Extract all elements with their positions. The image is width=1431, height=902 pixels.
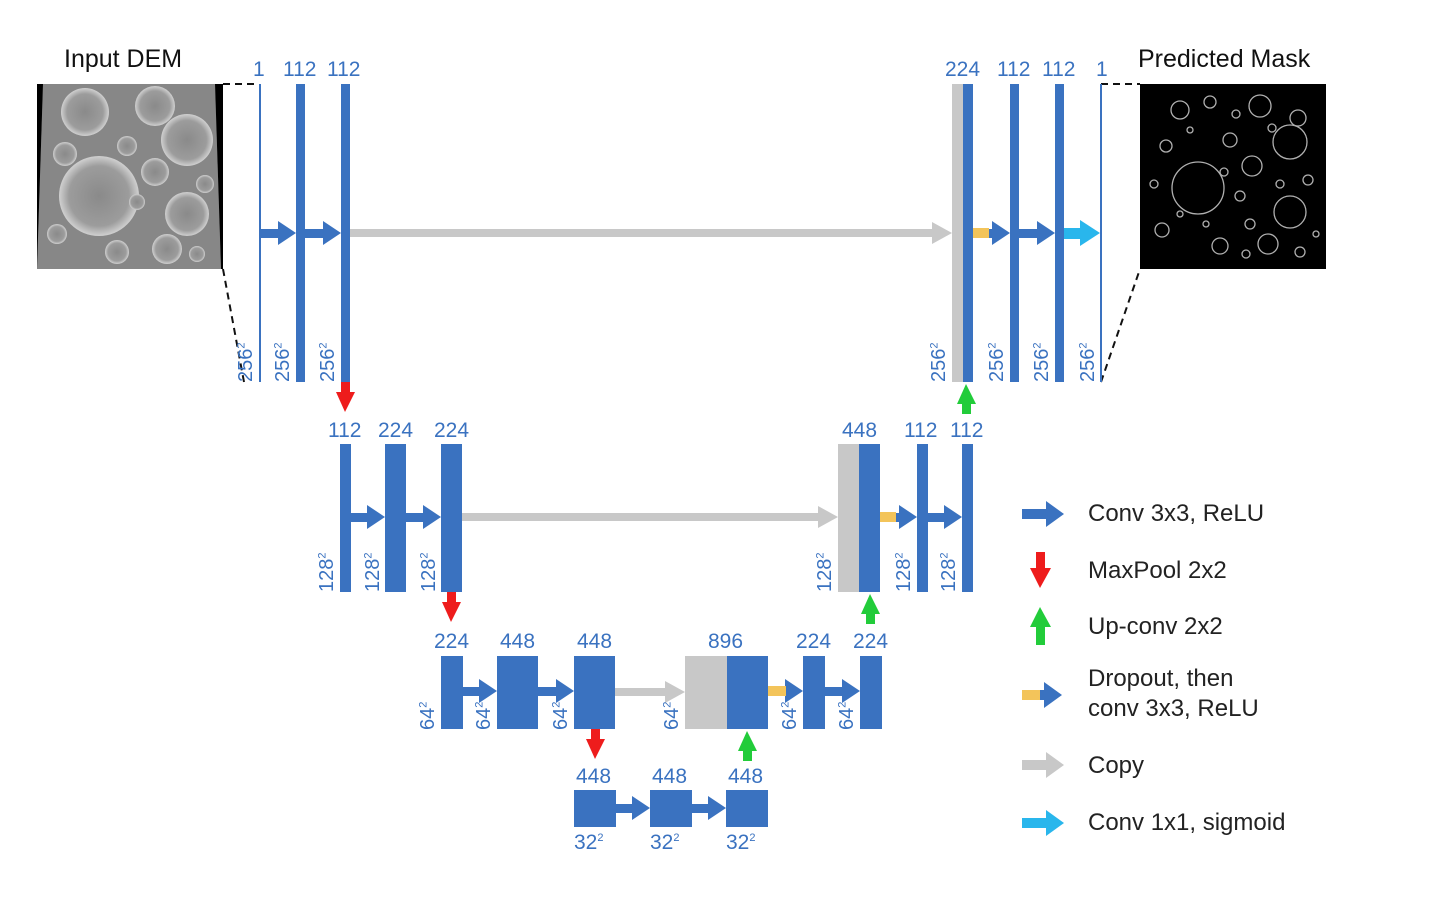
size-l3-b: 642 xyxy=(473,701,495,730)
ch-l4-a: 448 xyxy=(576,765,612,788)
dropout-stubs xyxy=(768,228,989,696)
size-l3-a: 642 xyxy=(417,701,439,730)
ch-l4-c: 448 xyxy=(728,765,764,788)
legend-conv1x1-label: Conv 1x1, sigmoid xyxy=(1088,809,1286,836)
ch-l1-d: 112 xyxy=(1042,58,1076,81)
size-l1-d: 2562 xyxy=(1031,342,1053,383)
legend-maxpool-label: MaxPool 2x2 xyxy=(1088,557,1227,584)
size-l4-b: 322 xyxy=(650,831,680,854)
block-l1-d xyxy=(1055,84,1064,382)
ch-l3-c: 448 xyxy=(577,630,613,653)
block-l4-c xyxy=(726,790,768,827)
ch-l3-up: 896 xyxy=(708,630,744,653)
ch-l4-b: 448 xyxy=(652,765,688,788)
block-l3-e xyxy=(860,656,882,729)
block-l2-e xyxy=(962,444,973,592)
size-l2-d: 1282 xyxy=(893,552,915,593)
ch-l1-c: 112 xyxy=(997,58,1031,81)
size-l3-d: 642 xyxy=(779,701,801,730)
upconv-arrows xyxy=(738,384,976,761)
ch-l1-out: 1 xyxy=(1096,58,1108,81)
block-l3-d xyxy=(803,656,825,729)
block-l3-c xyxy=(574,656,615,729)
size-l1-up: 2562 xyxy=(928,342,950,383)
block-l1-input xyxy=(259,84,261,382)
size-l1-in: 2562 xyxy=(235,342,257,383)
ch-l2-a: 112 xyxy=(328,419,362,442)
block-l3-b xyxy=(497,656,538,729)
size-l1-c: 2562 xyxy=(986,342,1008,383)
size-l2-e: 1282 xyxy=(938,552,960,593)
block-l2-up xyxy=(859,444,880,592)
legend-symbols xyxy=(1022,501,1064,836)
block-l1-c xyxy=(1010,84,1019,382)
image-connector-lines xyxy=(222,83,1141,383)
block-l3-a xyxy=(441,656,463,729)
block-l2-c xyxy=(441,444,462,592)
legend-dropout-label-1: Dropout, then xyxy=(1088,665,1234,692)
ch-l1-in: 1 xyxy=(253,58,265,81)
ch-l2-d: 112 xyxy=(904,419,938,442)
size-l2-a: 1282 xyxy=(316,552,338,593)
output-header: Predicted Mask xyxy=(1138,45,1311,73)
maxpool-arrows xyxy=(336,382,605,759)
ch-l3-a: 224 xyxy=(434,630,470,653)
size-l1-out: 2562 xyxy=(1077,342,1099,383)
size-l4-a: 322 xyxy=(574,831,604,854)
size-l1-a: 2562 xyxy=(272,342,294,383)
conv-arrows xyxy=(261,221,1055,820)
copy-arrows xyxy=(350,222,952,703)
legend-copy-label: Copy xyxy=(1088,752,1145,779)
ch-l1-b: 112 xyxy=(327,58,361,81)
ch-l2-e: 112 xyxy=(950,419,984,442)
block-l1-copy xyxy=(952,84,963,382)
block-l4-a xyxy=(574,790,616,827)
legend-conv1x1-icon xyxy=(1022,810,1064,836)
size-l2-up: 1282 xyxy=(814,552,836,593)
block-l2-d xyxy=(917,444,928,592)
ch-l3-e: 224 xyxy=(853,630,889,653)
input-header: Input DEM xyxy=(64,45,183,73)
ch-l2-c: 224 xyxy=(434,419,470,442)
block-l3-up xyxy=(727,656,768,729)
legend-dropout-label-2: conv 3x3, ReLU xyxy=(1088,695,1259,722)
size-l3-up: 642 xyxy=(661,701,683,730)
ch-l3-d: 224 xyxy=(796,630,832,653)
block-l3-copy xyxy=(685,656,727,729)
size-l1-b: 2562 xyxy=(317,342,339,383)
ch-l1-a: 112 xyxy=(283,58,317,81)
block-l2-copy xyxy=(838,444,859,592)
legend-upconv-icon xyxy=(1030,607,1051,645)
block-l1-b xyxy=(341,84,350,382)
ch-l1-up: 224 xyxy=(945,58,981,81)
legend-conv-label: Conv 3x3, ReLU xyxy=(1088,500,1265,527)
conv1x1-arrow xyxy=(1064,220,1100,246)
predicted-mask-image xyxy=(1140,84,1326,269)
block-l1-output xyxy=(1100,84,1102,382)
size-l3-e: 642 xyxy=(836,701,858,730)
ch-l3-b: 448 xyxy=(500,630,536,653)
input-dem-image xyxy=(37,84,223,269)
legend-dropout-icon xyxy=(1022,682,1062,708)
ch-l2-up: 448 xyxy=(842,419,878,442)
legend-maxpool-icon xyxy=(1030,552,1051,588)
block-l2-a xyxy=(340,444,351,592)
block-l1-a xyxy=(296,84,305,382)
ch-l2-b: 224 xyxy=(378,419,414,442)
block-l2-b xyxy=(385,444,406,592)
size-l2-b: 1282 xyxy=(362,552,384,593)
legend-upconv-label: Up-conv 2x2 xyxy=(1088,613,1223,640)
legend-conv-icon xyxy=(1022,501,1064,527)
legend-copy-icon xyxy=(1022,752,1064,778)
block-l4-b xyxy=(650,790,692,827)
size-l2-c: 1282 xyxy=(418,552,440,593)
size-l3-c: 642 xyxy=(550,701,572,730)
size-l4-c: 322 xyxy=(726,831,756,854)
block-l1-up xyxy=(963,84,973,382)
